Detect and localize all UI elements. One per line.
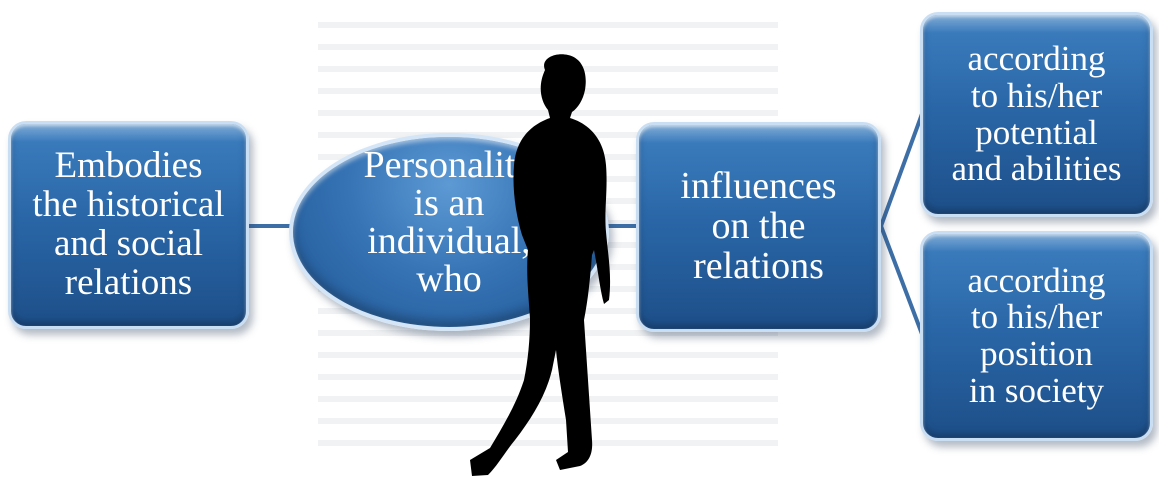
gloss-highlight	[11, 124, 246, 142]
node-text-line: individual,	[367, 220, 531, 262]
node-text-line: is an	[413, 182, 485, 224]
node-embodies-relations: Embodies the historical and social relat…	[8, 121, 249, 329]
node-text-line: Embodies	[54, 145, 203, 187]
node-potential-abilities: according to his/her potential and abili…	[920, 12, 1153, 217]
node-text-line: according	[967, 260, 1106, 300]
node-personality: Personality is an individual, who	[289, 133, 609, 331]
node-text-line: and abilities	[951, 149, 1122, 189]
node-text-line: to his/her	[970, 75, 1103, 115]
node-text-line: position	[980, 334, 1093, 373]
gloss-highlight	[923, 15, 1150, 33]
connector-middle-to-top-right	[879, 113, 924, 227]
node-text-line: relations	[693, 244, 824, 287]
node-text-line: in society	[968, 370, 1105, 410]
gloss-highlight	[923, 234, 1150, 252]
connector-middle-to-bottom-right	[879, 225, 924, 335]
gloss-highlight	[639, 125, 878, 143]
node-text: Embodies the historical and social relat…	[32, 145, 225, 303]
node-influences-relations: influences on the relations	[636, 122, 881, 332]
node-text-line: who	[416, 258, 482, 300]
node-position-society: according to his/her position in society	[920, 231, 1153, 441]
node-text: according to his/her potential and abili…	[951, 39, 1122, 189]
node-text: influences on the relations	[680, 165, 837, 287]
node-text-line: Personality	[363, 144, 535, 186]
node-text-line: the historical	[32, 184, 225, 226]
node-text-line: potential	[975, 112, 1098, 152]
node-text-line: to his/her	[970, 297, 1103, 337]
node-text: according to his/her position in society	[967, 260, 1106, 410]
node-text-line: relations	[64, 261, 193, 303]
node-text-line: according	[967, 39, 1106, 78]
node-text-line: influences	[680, 165, 837, 208]
node-text-line: on the	[711, 205, 806, 248]
node-text: Personality is an individual, who	[364, 146, 535, 298]
node-text-line: and social	[54, 223, 203, 264]
